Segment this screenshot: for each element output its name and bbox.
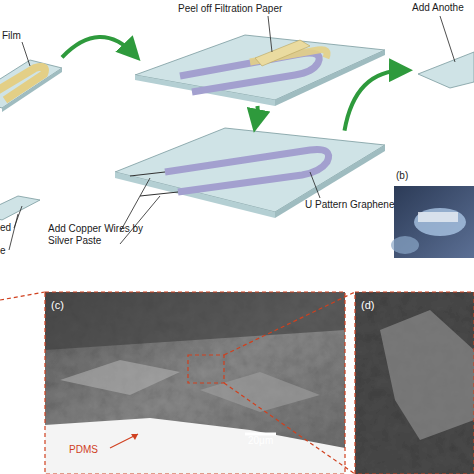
step-label: Film [2, 30, 21, 42]
partial-label: e [0, 245, 6, 257]
process-step: Add Anothe [405, 40, 474, 95]
step-label: (b) [396, 170, 408, 182]
sem-image [45, 292, 345, 474]
process-arrow [255, 106, 257, 125]
process-step: Peel off Filtration Paper [135, 30, 385, 106]
process-step: Film [0, 45, 62, 200]
glass-slide [135, 16, 385, 106]
sem-image [355, 292, 474, 474]
process-arrow [345, 70, 406, 130]
process-step: (b) [392, 168, 474, 260]
process-step: U Pattern GrapheneAdd Copper Wires by Si… [115, 125, 385, 220]
step-label: PDMS [69, 444, 98, 456]
zoom-outline [0, 292, 474, 474]
step-label: Add Anothe [412, 2, 464, 14]
glass-slide [418, 16, 474, 88]
step-label: (d) [361, 299, 374, 311]
step-label: U Pattern Graphene [305, 199, 395, 211]
glass-slide [0, 196, 40, 250]
device-photo [391, 186, 474, 258]
partial-label: ed [0, 222, 11, 234]
glass-slide [115, 128, 385, 244]
process-arrow [62, 37, 135, 57]
process-step: (c) 20μmPDMS [45, 292, 345, 474]
step-label: Add Copper Wires by Silver Paste [48, 223, 160, 247]
glass-slide [0, 42, 62, 112]
step-label: Peel off Filtration Paper [178, 3, 282, 15]
process-step: (d) [355, 292, 474, 474]
step-label: (c) [51, 299, 64, 311]
step-label: 20μm [248, 435, 273, 447]
